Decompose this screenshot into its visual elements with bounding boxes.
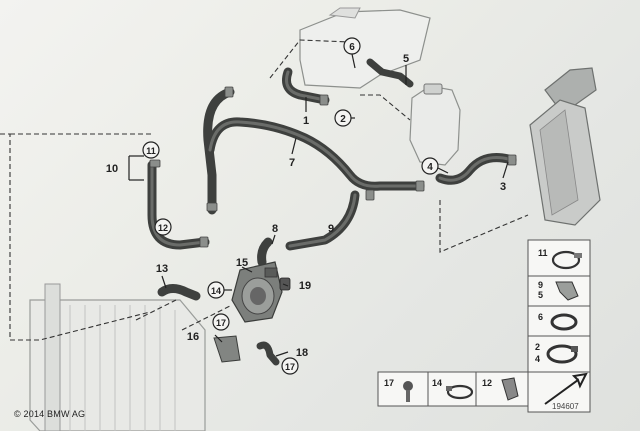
legend-num-5: 5 bbox=[538, 290, 543, 300]
clamp-6-icon bbox=[550, 313, 578, 331]
callout-3: 3 bbox=[500, 181, 506, 193]
clip-9-icon bbox=[555, 281, 579, 301]
legend-num-4: 4 bbox=[535, 354, 540, 364]
callout-19: 19 bbox=[299, 280, 311, 292]
callout-16: 16 bbox=[187, 331, 199, 343]
callout-13: 13 bbox=[156, 263, 168, 275]
callout-17b: 17 bbox=[281, 357, 299, 375]
callout-17: 17 bbox=[212, 313, 230, 331]
svg-text:12: 12 bbox=[158, 223, 168, 233]
callout-11: 11 bbox=[142, 141, 160, 159]
legend-num-11: 11 bbox=[538, 248, 548, 258]
hose-clamps bbox=[149, 86, 517, 248]
svg-text:11: 11 bbox=[146, 146, 156, 156]
callout-7: 7 bbox=[289, 157, 295, 169]
intercooler bbox=[529, 67, 601, 226]
clip-12-icon bbox=[501, 377, 519, 401]
expansion-tank bbox=[299, 7, 431, 89]
callout-10: 10 bbox=[106, 163, 118, 175]
screw-17-icon bbox=[403, 381, 413, 402]
callout-4: 4 bbox=[421, 157, 439, 175]
legend-num-14: 14 bbox=[432, 378, 442, 388]
legend-num-6: 6 bbox=[538, 312, 543, 322]
callout-5: 5 bbox=[403, 53, 409, 65]
svg-text:17: 17 bbox=[216, 318, 226, 328]
legend-num-12: 12 bbox=[482, 378, 492, 388]
legend-num-9: 9 bbox=[538, 280, 543, 290]
svg-text:4: 4 bbox=[427, 162, 433, 173]
parts-legend: 11 9 5 6 2 4 17 14 bbox=[377, 239, 591, 413]
callout-leaders bbox=[128, 53, 509, 357]
bracket bbox=[213, 335, 241, 363]
water-pump bbox=[231, 261, 283, 323]
arrow-icon bbox=[544, 372, 588, 405]
callout-12: 12 bbox=[154, 218, 172, 236]
radiator bbox=[29, 283, 206, 431]
callout-2: 2 bbox=[334, 109, 352, 127]
callout-9: 9 bbox=[328, 223, 334, 235]
legend-num-2: 2 bbox=[535, 342, 540, 352]
callout-14: 14 bbox=[207, 281, 225, 299]
valve bbox=[279, 277, 291, 291]
callout-15: 15 bbox=[236, 257, 248, 269]
svg-text:17: 17 bbox=[285, 362, 295, 372]
callout-8: 8 bbox=[272, 223, 278, 235]
svg-text:14: 14 bbox=[211, 286, 221, 296]
copyright-text: © 2014 BMW AG bbox=[14, 409, 86, 419]
callout-18: 18 bbox=[296, 347, 308, 359]
callout-6: 6 bbox=[343, 37, 361, 55]
leader-lines bbox=[0, 39, 529, 341]
svg-text:2: 2 bbox=[340, 114, 346, 125]
callout-1: 1 bbox=[303, 115, 309, 127]
svg-text:6: 6 bbox=[349, 42, 355, 53]
diagram-reference-number: 194607 bbox=[552, 402, 579, 411]
clamp-2-icon bbox=[546, 344, 578, 364]
clamp-14-icon bbox=[446, 384, 474, 400]
legend-num-17: 17 bbox=[384, 378, 394, 388]
hoses bbox=[147, 58, 517, 366]
clamp-11-icon bbox=[551, 250, 582, 270]
reservoir bbox=[409, 83, 461, 166]
